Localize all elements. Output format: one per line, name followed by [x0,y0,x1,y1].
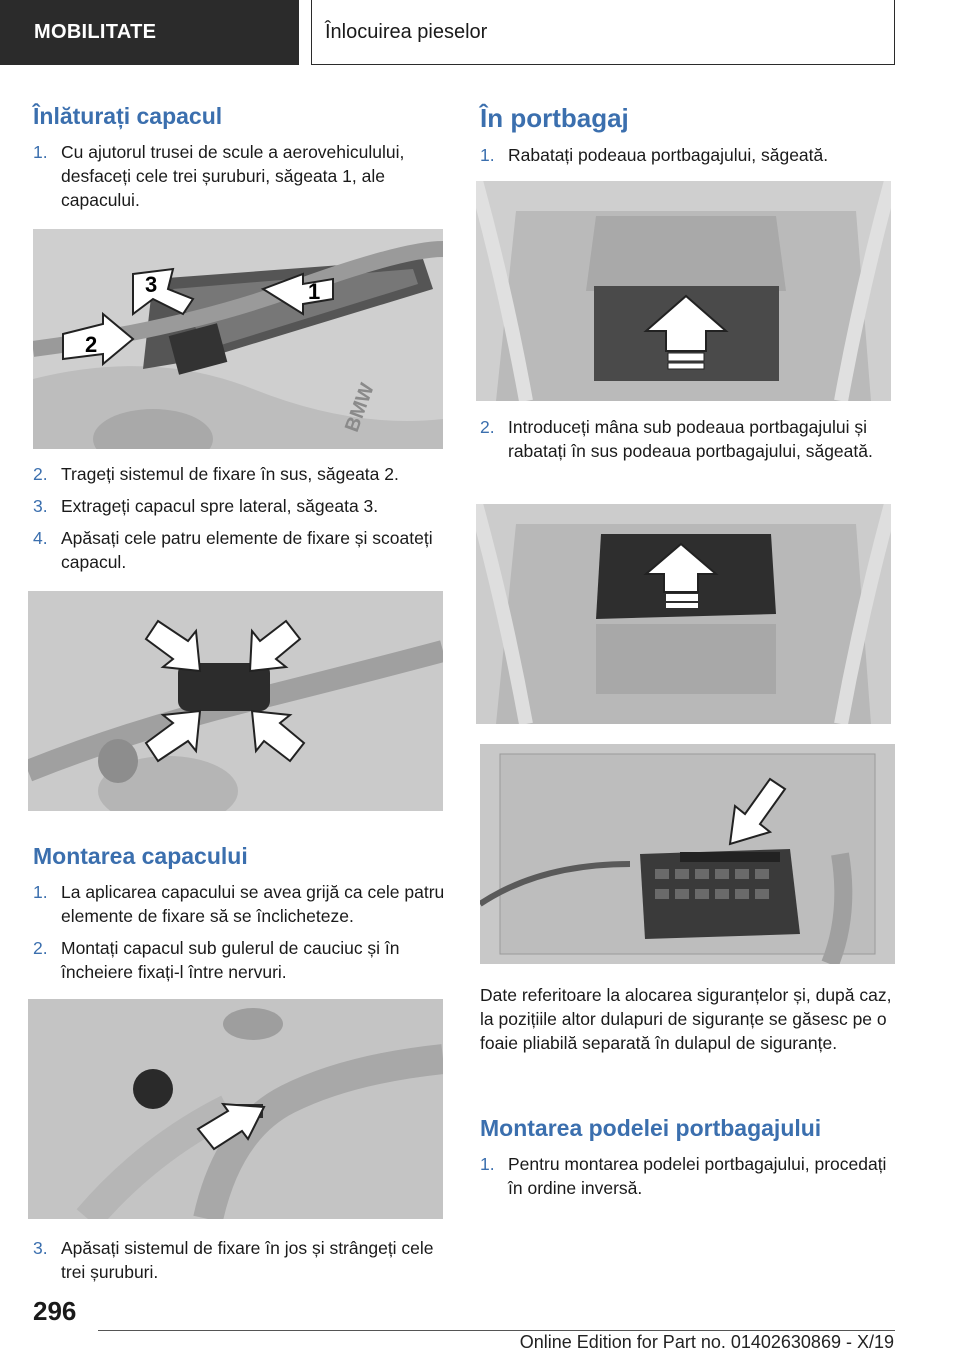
fuse-assignment-note: Date referitoare la alocarea siguranțelo… [480,985,892,1053]
fuse-box-photo [480,744,895,964]
engine-cover-screws-photo: 1 2 3 BMW [33,229,443,449]
step-text: Trageți sistemul de fixare în sus, săgea… [61,464,399,484]
footer-edition: Online Edition for Part no. 01402630869 … [519,1332,894,1352]
step-text: Apăsați sistemul de fixare în jos și str… [61,1238,434,1282]
mount-step-1: 1. La aplicarea capacului se avea grijă … [33,880,445,928]
topic-title: Înlocuirea pieselor [325,20,488,43]
trunk-step-1: 1. Rabatați podeaua portbagajului, săgea… [480,143,895,167]
trunk-heading: În portbagaj [480,103,629,133]
mount-step-2: 2. Montați capacul sub gulerul de cauciu… [33,936,445,984]
cover-fixing-elements-photo [28,591,443,811]
step-text: Cu ajutorul trusei de scule a aerovehicu… [61,142,405,210]
step-number: 4. [33,528,48,548]
step-number: 3. [33,496,48,516]
step-number: 1. [480,1154,495,1174]
page-number: 296 [33,1296,77,1326]
step-number: 3. [33,1238,48,1258]
remove-step-3: 3. Extrageți capacul spre lateral, săgea… [33,494,445,518]
arrow-label-2: 2 [85,332,97,357]
step-number: 2. [33,938,48,958]
trunk-floor-mount-heading: Montarea podelei portbagajului [480,1115,822,1141]
footer-divider [98,1330,895,1331]
step-text: Pentru montarea podelei portbagajului, p… [508,1154,887,1198]
section-title: MOBILITATE [34,21,157,43]
step-text: Apăsați cele patru elemente de fixare și… [61,528,433,572]
step-text: Rabatați podeaua portbagajului, săgeată. [508,145,829,165]
step-text: Montați capacul sub gulerul de cauciuc ș… [61,938,400,982]
trunk-floor-raised-photo [476,504,891,724]
mount-cover-heading: Montarea capacului [33,843,248,869]
rubber-collar-photo [28,999,443,1219]
step-number: 2. [480,417,495,437]
remove-step-1: 1. Cu ajutorul trusei de scule a aeroveh… [33,140,445,212]
mount-step-3: 3. Apăsați sistemul de fixare în jos și … [33,1236,445,1284]
step-number: 1. [480,145,495,165]
remove-step-2: 2. Trageți sistemul de fixare în sus, să… [33,462,445,486]
remove-cover-heading: Înlăturați capacul [33,103,223,129]
floor-step-1: 1. Pentru montarea podelei portbagajului… [480,1152,895,1200]
step-number: 2. [33,464,48,484]
step-text: Extrageți capacul spre lateral, săgeata … [61,496,379,516]
remove-step-4: 4. Apăsați cele patru elemente de fixare… [33,526,445,574]
trunk-step-2: 2. Introduceți mâna sub podeaua portbaga… [480,415,895,463]
arrow-label-1: 1 [308,279,320,304]
section-tab: MOBILITATE [0,0,299,65]
trunk-floor-photo [476,181,891,401]
step-number: 1. [33,882,48,902]
step-number: 1. [33,142,48,162]
arrow-label-3: 3 [145,272,157,297]
step-text: Introduceți mâna sub podeaua portbagajul… [508,417,873,461]
topic-tab: Înlocuirea pieselor [311,0,895,65]
step-text: La aplicarea capacului se avea grijă ca … [61,882,445,926]
